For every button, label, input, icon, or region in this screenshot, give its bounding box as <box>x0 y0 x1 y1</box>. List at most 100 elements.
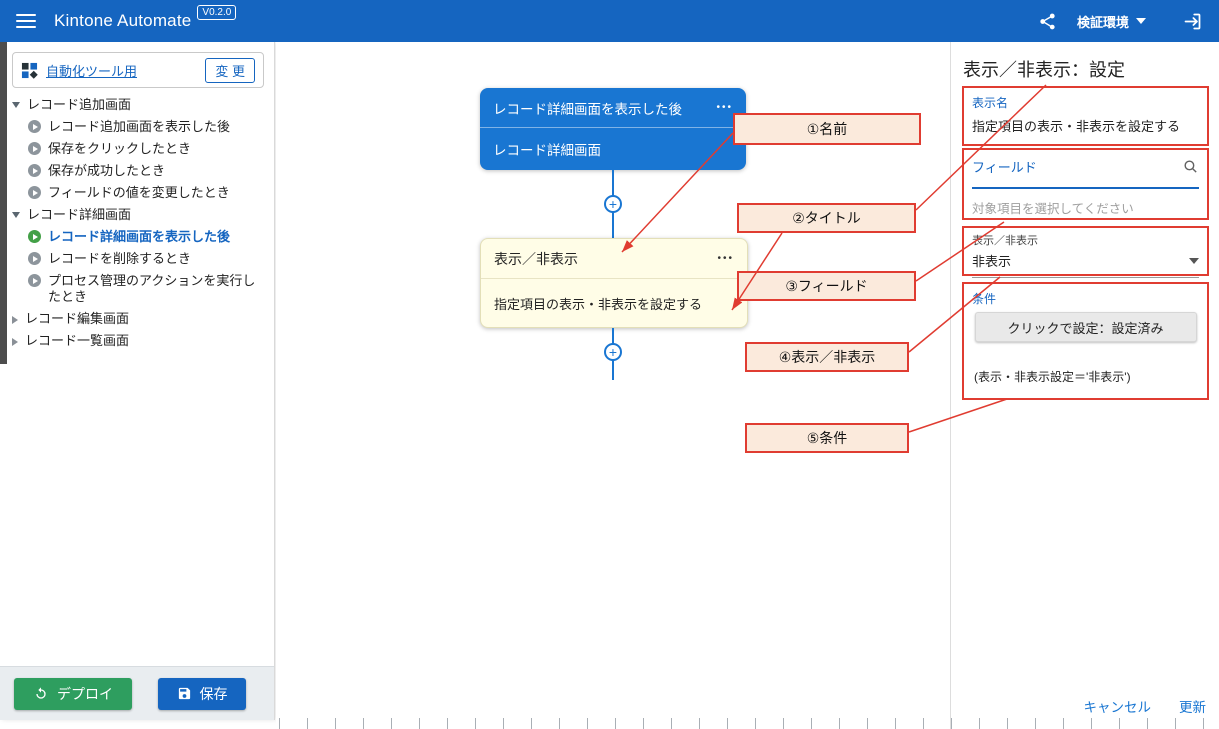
tree-item-record-delete[interactable]: レコードを削除するとき <box>0 248 274 270</box>
share-icon[interactable] <box>1038 12 1057 31</box>
chevron-down-icon <box>1136 18 1146 24</box>
annotation-label: ①名前 <box>806 121 848 137</box>
app-link[interactable]: 自動化ツール用 <box>46 63 138 79</box>
settings-panel: 表示／非表示：設定 表示名 指定項目の表示・非表示を設定する フィールド 対象項… <box>950 42 1219 729</box>
sidebar-footer: デプロイ 保存 <box>0 666 274 720</box>
action-node[interactable]: 表示／非表示 指定項目の表示・非表示を設定する <box>480 238 748 328</box>
play-circle-icon <box>28 252 41 265</box>
trigger-node[interactable]: レコード詳細画面を表示した後 レコード詳細画面 <box>480 88 746 170</box>
display-name-value[interactable]: 指定項目の表示・非表示を設定する <box>972 119 1181 134</box>
annotation-callout-title: ②タイトル <box>737 203 916 233</box>
annotation-callout-name: ①名前 <box>733 113 921 145</box>
topbar-actions: 検証環境 <box>1038 11 1203 32</box>
sync-icon <box>33 686 49 702</box>
annotation-label: ②タイトル <box>792 210 861 226</box>
trigger-node-subtitle: レコード詳細画面 <box>493 142 601 158</box>
tree-group-record-add[interactable]: レコード追加画面 <box>0 94 274 116</box>
tree-item-field-change[interactable]: フィールドの値を変更したとき <box>0 182 274 204</box>
play-circle-icon <box>28 164 41 177</box>
panel-footer: キャンセル 更新 <box>1084 696 1207 716</box>
play-circle-icon <box>28 274 41 287</box>
main-content: 自動化ツール用 変 更 レコード追加画面 レコード追加画面を表示した後 保存をク… <box>0 42 1219 729</box>
tree-group-label: レコード編集画面 <box>25 311 130 326</box>
play-circle-icon <box>28 120 41 133</box>
event-tree: レコード追加画面 レコード追加画面を表示した後 保存をクリックしたとき 保存が成… <box>0 94 274 352</box>
flow-canvas[interactable]: レコード詳細画面を表示した後 レコード詳細画面 表示／非表示 指定項目の表示・非… <box>276 42 950 729</box>
tree-item-process-action[interactable]: プロセス管理のアクションを実行したとき <box>0 270 274 308</box>
sidebar-scrollbar[interactable] <box>0 42 7 364</box>
tree-group-label: レコード一覧画面 <box>25 333 130 348</box>
add-step-button[interactable] <box>604 343 622 361</box>
environment-selector[interactable]: 検証環境 <box>1077 12 1146 31</box>
panel-title: 表示／非表示：設定 <box>963 60 1125 80</box>
annotation-callout-condition: ⑤条件 <box>745 423 909 453</box>
tree-item-add-shown[interactable]: レコード追加画面を表示した後 <box>0 116 274 138</box>
more-options-icon[interactable] <box>716 102 733 113</box>
apps-icon <box>21 62 38 79</box>
version-badge: V0.2.0 <box>197 5 237 20</box>
annotation-label: ④表示／非表示 <box>778 349 876 365</box>
app-selector: 自動化ツール用 変 更 <box>12 52 264 88</box>
condition-label: 条件 <box>972 292 997 306</box>
tree-item-label: 保存が成功したとき <box>48 163 166 178</box>
deploy-button[interactable]: デプロイ <box>14 677 132 710</box>
field-input-underline[interactable] <box>972 187 1199 189</box>
annotation-callout-visibility: ④表示／非表示 <box>745 342 909 372</box>
search-icon[interactable] <box>1182 158 1199 175</box>
annotation-box-display-name: 表示名 指定項目の表示・非表示を設定する <box>962 86 1209 146</box>
deploy-label: デプロイ <box>57 685 113 702</box>
action-node-title: 表示／非表示 <box>494 250 578 267</box>
annotation-callout-field: ③フィールド <box>737 271 916 301</box>
tree-item-detail-shown-active[interactable]: レコード詳細画面を表示した後 <box>0 226 274 248</box>
tree-group-record-list[interactable]: レコード一覧画面 <box>0 330 274 352</box>
annotation-box-visibility: 表示／非表示 非表示 <box>962 226 1209 278</box>
environment-label: 検証環境 <box>1076 14 1129 30</box>
select-underline <box>972 277 1199 278</box>
tree-group-label: レコード詳細画面 <box>27 207 132 222</box>
visibility-value: 非表示 <box>972 254 1012 269</box>
sidebar: 自動化ツール用 変 更 レコード追加画面 レコード追加画面を表示した後 保存をク… <box>0 42 275 720</box>
tree-item-save-success[interactable]: 保存が成功したとき <box>0 160 274 182</box>
collapse-icon[interactable] <box>12 102 20 108</box>
condition-set-button[interactable]: クリックで設定：設定済み <box>974 312 1197 342</box>
trigger-node-body: レコード詳細画面 <box>480 128 746 169</box>
trigger-node-title: レコード詳細画面を表示した後 <box>493 101 682 117</box>
app-header: Kintone Automate V0.2.0 検証環境 <box>0 0 1219 42</box>
tree-item-label: レコード詳細画面を表示した後 <box>48 229 231 244</box>
change-app-button[interactable]: 変 更 <box>205 57 255 83</box>
field-label: フィールド <box>972 160 1037 175</box>
visibility-select[interactable]: 非表示 <box>972 251 1199 270</box>
tree-item-label: 保存をクリックしたとき <box>48 141 192 156</box>
field-placeholder: 対象項目を選択してください <box>972 202 1134 216</box>
tree-item-label: プロセス管理のアクションを実行したとき <box>48 273 256 304</box>
tree-group-record-edit[interactable]: レコード編集画面 <box>0 308 274 330</box>
tree-group-label: レコード追加画面 <box>27 97 132 112</box>
save-button[interactable]: 保存 <box>158 677 246 710</box>
collapse-icon[interactable] <box>12 212 20 218</box>
play-circle-icon <box>28 186 41 199</box>
annotation-label: ⑤条件 <box>806 430 848 446</box>
expand-icon[interactable] <box>12 338 18 346</box>
save-icon <box>177 686 192 701</box>
cancel-link[interactable]: キャンセル <box>1083 700 1152 715</box>
update-link[interactable]: 更新 <box>1179 700 1206 715</box>
tree-item-label: レコードを削除するとき <box>48 251 192 266</box>
annotation-box-field: フィールド 対象項目を選択してください <box>962 148 1209 220</box>
add-step-button[interactable] <box>604 195 622 213</box>
logout-icon[interactable] <box>1182 11 1203 32</box>
tree-item-label: フィールドの値を変更したとき <box>48 185 230 200</box>
trigger-node-header: レコード詳細画面を表示した後 <box>480 88 746 128</box>
save-label: 保存 <box>199 685 228 702</box>
more-options-icon[interactable] <box>717 253 734 264</box>
tree-item-save-click[interactable]: 保存をクリックしたとき <box>0 138 274 160</box>
action-node-subtitle: 指定項目の表示・非表示を設定する <box>494 296 703 312</box>
menu-icon[interactable] <box>16 14 36 28</box>
tree-item-label: レコード追加画面を表示した後 <box>48 119 231 134</box>
action-node-header: 表示／非表示 <box>481 239 747 279</box>
condition-note: (表示・非表示設定＝'非表示') <box>974 370 1131 384</box>
expand-icon[interactable] <box>12 316 18 324</box>
play-circle-icon <box>28 230 41 243</box>
tree-group-record-detail[interactable]: レコード詳細画面 <box>0 204 274 226</box>
visibility-label: 表示／非表示 <box>972 235 1038 247</box>
annotation-box-condition: 条件 クリックで設定：設定済み (表示・非表示設定＝'非表示') <box>962 282 1209 400</box>
